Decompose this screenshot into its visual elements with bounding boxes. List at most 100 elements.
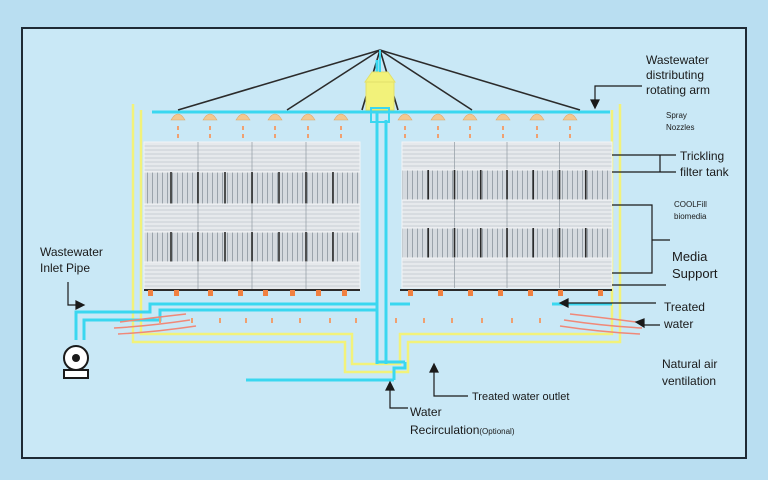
support-peg [290,290,295,296]
support-peg [238,290,243,296]
support-peg [316,290,321,296]
spray-nozzle [170,113,186,121]
central-distributor [364,50,396,123]
spray-drops [177,126,571,138]
label-spray-line2: Nozzles [666,123,694,132]
distribution-pipes [74,60,612,382]
spray-drop [569,134,571,138]
treated-water-drips [159,318,541,323]
arm-support-cables [177,49,581,111]
water-drip [511,318,513,323]
spray-drop [209,126,211,130]
spray-drop [177,126,179,130]
spray-nozzle [333,113,349,121]
water-drip [219,318,221,323]
support-peg [468,290,473,296]
spray-drop [536,126,538,130]
label-support-line2: Support [672,266,718,281]
spray-drop [437,134,439,138]
label-air-line2: ventilation [662,374,716,388]
water-drip [395,318,397,323]
spray-drop [274,134,276,138]
spray-nozzle [202,113,218,121]
spray-nozzle [562,113,578,121]
spray-drop [469,134,471,138]
label-support-line1: Media [672,249,708,264]
water-drip [299,318,301,323]
spray-drop [340,126,342,130]
label-media-line1: COOLFill [674,200,707,209]
spray-drop [307,126,309,130]
spray-drop [340,134,342,138]
water-drip [159,318,161,323]
spray-drop [274,126,276,130]
label-recirc-line1: Water [410,405,442,419]
spray-drop [536,134,538,138]
spray-nozzle [300,113,316,121]
spray-drop [404,126,406,130]
spray-nozzle [462,113,478,121]
spray-nozzle [397,113,413,121]
water-drip [191,318,193,323]
spray-drop [502,126,504,130]
spray-nozzle [235,113,251,121]
spray-nozzle [529,113,545,121]
media-right [401,141,613,289]
label-inlet-line2: Inlet Pipe [40,261,90,275]
spray-nozzles [170,113,578,121]
media-support-pegs [148,290,603,296]
support-peg [438,290,443,296]
water-drip [245,318,247,323]
label-treated-line2: water [663,317,693,331]
label-tank-line1: Trickling [680,149,724,163]
support-peg [558,290,563,296]
water-drip [451,318,453,323]
label-arm-line2: distributing [646,68,704,82]
spray-nozzle [267,113,283,121]
spray-nozzle [495,113,511,121]
support-peg [528,290,533,296]
support-peg [342,290,347,296]
water-drip [355,318,357,323]
label-arm-line3: rotating arm [646,83,710,97]
spray-drop [242,134,244,138]
natural-air-ventilation [113,313,643,335]
support-peg [208,290,213,296]
label-recirc-optional: (Optional) [479,427,514,436]
media-left [143,141,361,291]
spray-drop [569,126,571,130]
water-drip [271,318,273,323]
spray-drop [209,134,211,138]
leader-lines [67,85,676,409]
pump-icon [63,345,89,379]
spray-drop [502,134,504,138]
water-drip [539,318,541,323]
label-air-line1: Natural air [662,357,717,371]
label-recirc-line2: Recirculation(Optional) [410,423,515,437]
label-treated-line1: Treated [664,300,705,314]
spray-drop [242,126,244,130]
spray-drop [469,126,471,130]
labels: Wastewater distributing rotating arm Spr… [40,53,730,437]
support-peg [498,290,503,296]
spray-drop [404,134,406,138]
water-drip [329,318,331,323]
label-spray-line1: Spray [666,111,687,120]
label-media-line2: biomedia [674,212,707,221]
label-inlet-line1: Wastewater [40,245,103,259]
support-peg [263,290,268,296]
spray-drop [437,126,439,130]
water-drip [481,318,483,323]
spray-nozzle [430,113,446,121]
label-recirc-main: Recirculation [410,423,479,437]
spray-drop [177,134,179,138]
water-drip [423,318,425,323]
support-peg [598,290,603,296]
label-tank-line2: filter tank [680,165,730,179]
spray-drop [307,134,309,138]
label-arm-line1: Wastewater [646,53,709,67]
support-peg [148,290,153,296]
support-peg [408,290,413,296]
support-peg [174,290,179,296]
